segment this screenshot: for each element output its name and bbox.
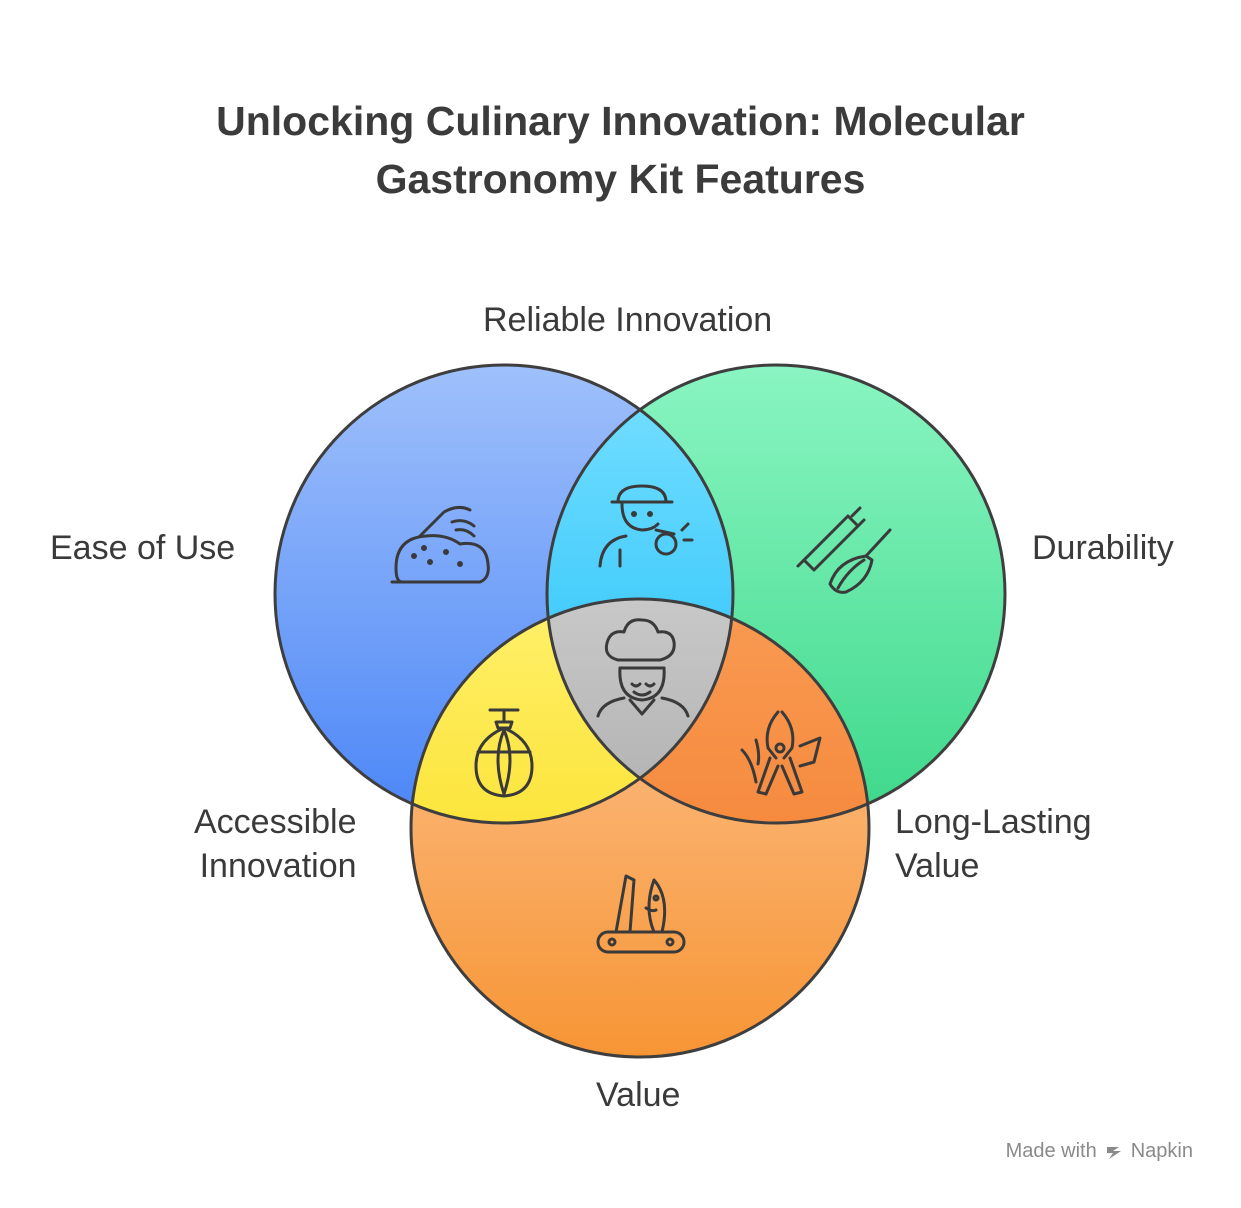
diagram-title: Unlocking Culinary Innovation: Molecular… — [0, 92, 1241, 208]
title-line-1: Unlocking Culinary Innovation: Molecular — [216, 98, 1025, 144]
hand-kneading-dough-icon — [390, 505, 490, 584]
chef-icon — [596, 618, 690, 718]
accessible-innovation-line-1: Accessible — [194, 803, 357, 841]
title-line-2: Gastronomy Kit Features — [375, 156, 866, 202]
made-with-napkin-badge[interactable]: Made with Napkin — [1006, 1140, 1193, 1163]
long-lasting-value-region — [547, 599, 869, 823]
worker-whistle-icon — [598, 484, 694, 568]
napkin-logo-icon — [1106, 1146, 1121, 1159]
long-lasting-value-line-2: Value — [895, 847, 980, 885]
accessible-innovation-label: Accessible Innovation — [194, 800, 357, 888]
accessible-innovation-line-2: Innovation — [199, 847, 357, 885]
made-with-text: Made with — [1005, 1140, 1097, 1162]
long-lasting-value-line-1: Long-Lasting — [895, 803, 1092, 841]
punching-bag-icon — [474, 708, 534, 798]
multi-tool-icon — [740, 710, 822, 796]
reliable-innovation-label: Reliable Innovation — [483, 301, 773, 339]
swiss-army-knife-icon — [596, 874, 686, 954]
napkin-brand-text: Napkin — [1130, 1140, 1193, 1162]
accessible-innovation-region — [411, 599, 733, 823]
value-label: Value — [596, 1076, 681, 1114]
durability-label: Durability — [1032, 529, 1174, 567]
ease-of-use-label: Ease of Use — [50, 529, 236, 567]
long-lasting-value-label: Long-Lasting Value — [895, 800, 1092, 888]
rolling-pin-whisk-icon — [796, 506, 892, 594]
